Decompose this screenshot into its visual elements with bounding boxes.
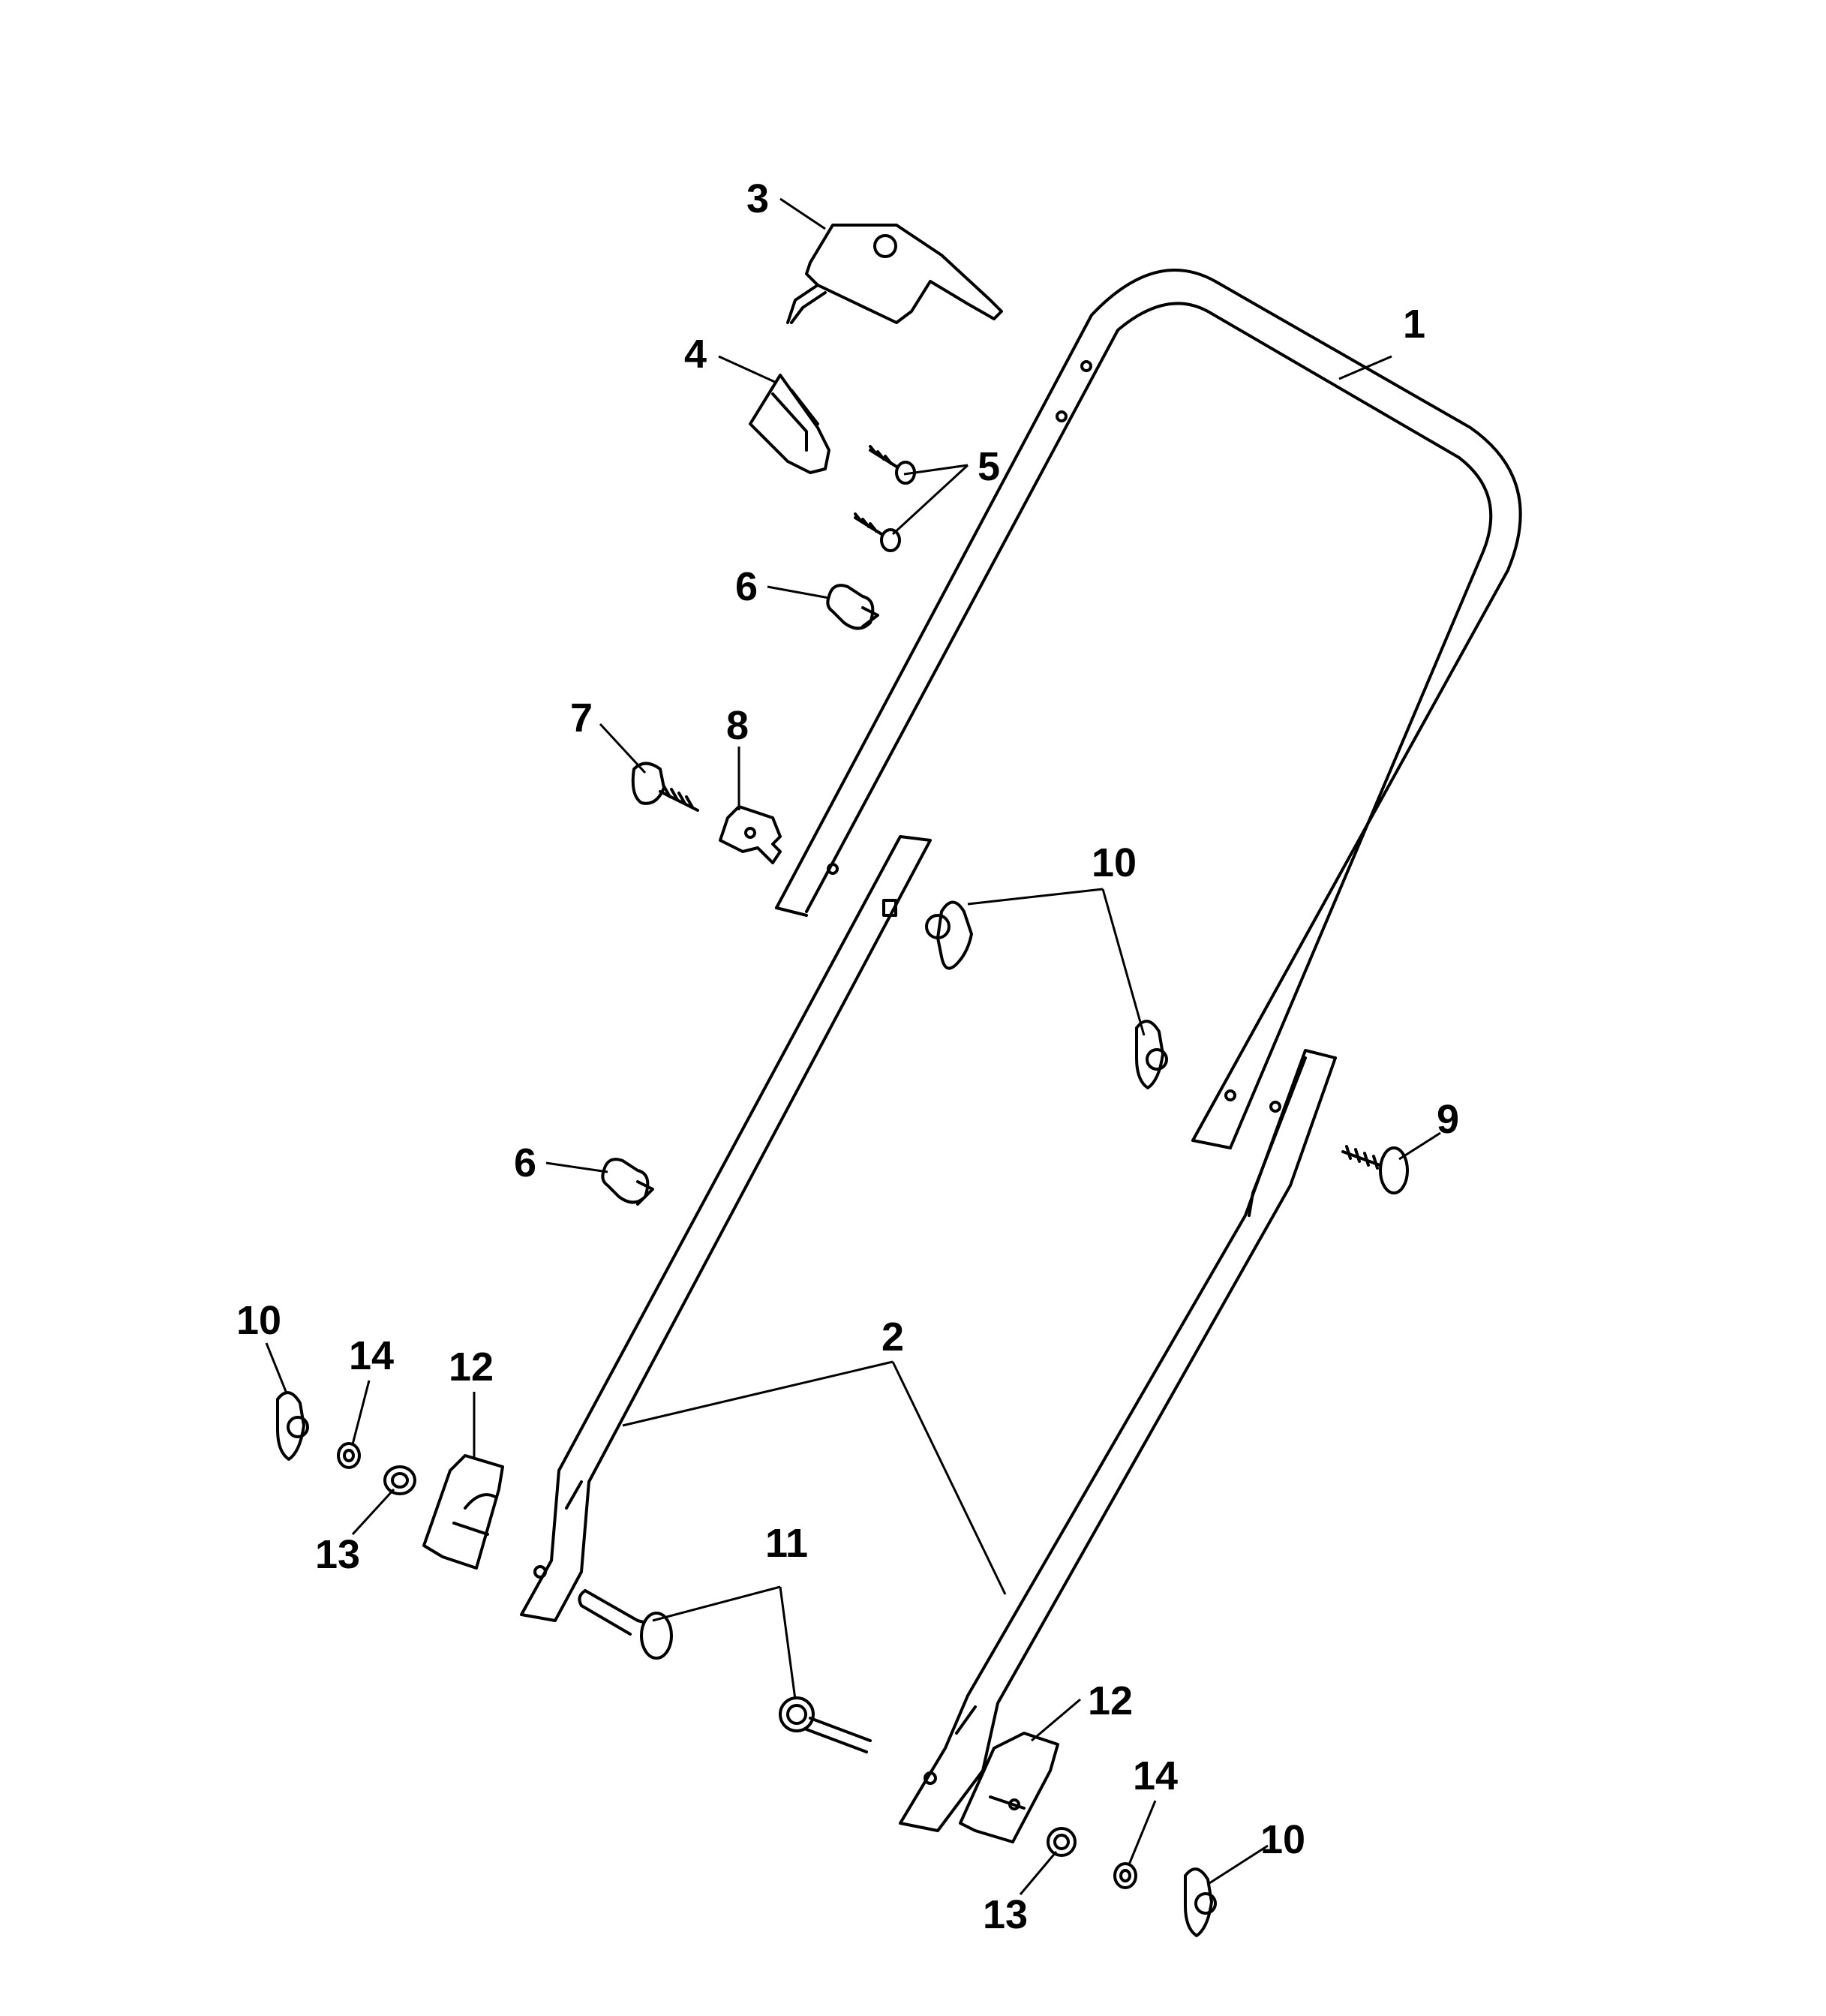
pivot-pin-lower [779,1696,872,1753]
callout-13-right: 13 [983,1892,1028,1937]
upper-handle [775,269,1522,1149]
callout-12-left: 12 [449,1345,494,1390]
clamp-bracket [719,805,782,864]
leader-5 [891,464,969,536]
callout-5: 5 [978,444,1000,489]
nut-left [337,1442,361,1469]
cable-clip-lower [601,1158,654,1206]
callout-13-left: 13 [315,1532,360,1577]
bracket-right [959,1732,1059,1843]
callout-2: 2 [881,1314,904,1360]
callout-10-left: 10 [236,1298,281,1343]
leader-14a [351,1380,371,1445]
cable-clip-upper [826,584,879,630]
screw-upper [869,445,916,485]
leader-9 [1398,1131,1441,1161]
leader-6a [767,585,830,599]
leader-2 [622,1360,1007,1595]
leader-10-right [1209,1844,1269,1885]
wing-nut-left [276,1391,309,1461]
leader-13b [1019,1851,1058,1895]
callout-11: 11 [765,1521,808,1566]
callout-10-right: 10 [1260,1817,1305,1862]
knob-screw [631,762,699,812]
wing-nut-top [925,900,973,970]
leader-14b [1128,1800,1157,1865]
callout-9: 9 [1437,1097,1459,1142]
leader-11 [652,1585,797,1700]
lower-handle-right [899,1049,1337,1832]
cable-guide [749,374,830,474]
nut-right [1113,1862,1137,1889]
leader-7 [599,723,647,774]
callout-12-right: 12 [1088,1678,1133,1723]
leader-13a [351,1488,395,1536]
callout-10-top: 10 [1092,840,1137,885]
leader-lines [265,197,1441,1895]
wing-nut-right [1184,1867,1217,1937]
callout-4: 4 [684,332,707,377]
leader-1 [1338,355,1392,380]
callout-labels: 1 2 3 4 5 6 6 7 8 9 10 10 10 11 12 12 13… [236,176,1459,1937]
leader-4 [718,355,777,384]
washer-right [1047,1827,1077,1857]
callout-8: 8 [726,703,749,748]
callout-14-left: 14 [349,1333,394,1378]
callout-6-upper: 6 [735,564,758,609]
leader-10-top [967,888,1146,1036]
leader-12b [1031,1698,1081,1742]
wing-nut-middle [1135,1020,1168,1089]
bracket-left [422,1454,504,1570]
callout-14-right: 14 [1133,1753,1178,1798]
callout-1: 1 [1403,302,1425,347]
lower-handle-left [520,835,932,1622]
lever-bracket [786,224,1003,324]
callout-6-lower: 6 [514,1140,536,1185]
mushroom-bolt [1341,1145,1409,1194]
screw-lower [854,512,901,552]
callout-3: 3 [746,176,769,221]
leader-6b [545,1161,608,1173]
washer-left [383,1465,416,1495]
leader-10-left [265,1342,288,1394]
pivot-pin-upper [578,1589,673,1660]
leader-3 [779,197,826,230]
callout-7: 7 [570,696,593,741]
